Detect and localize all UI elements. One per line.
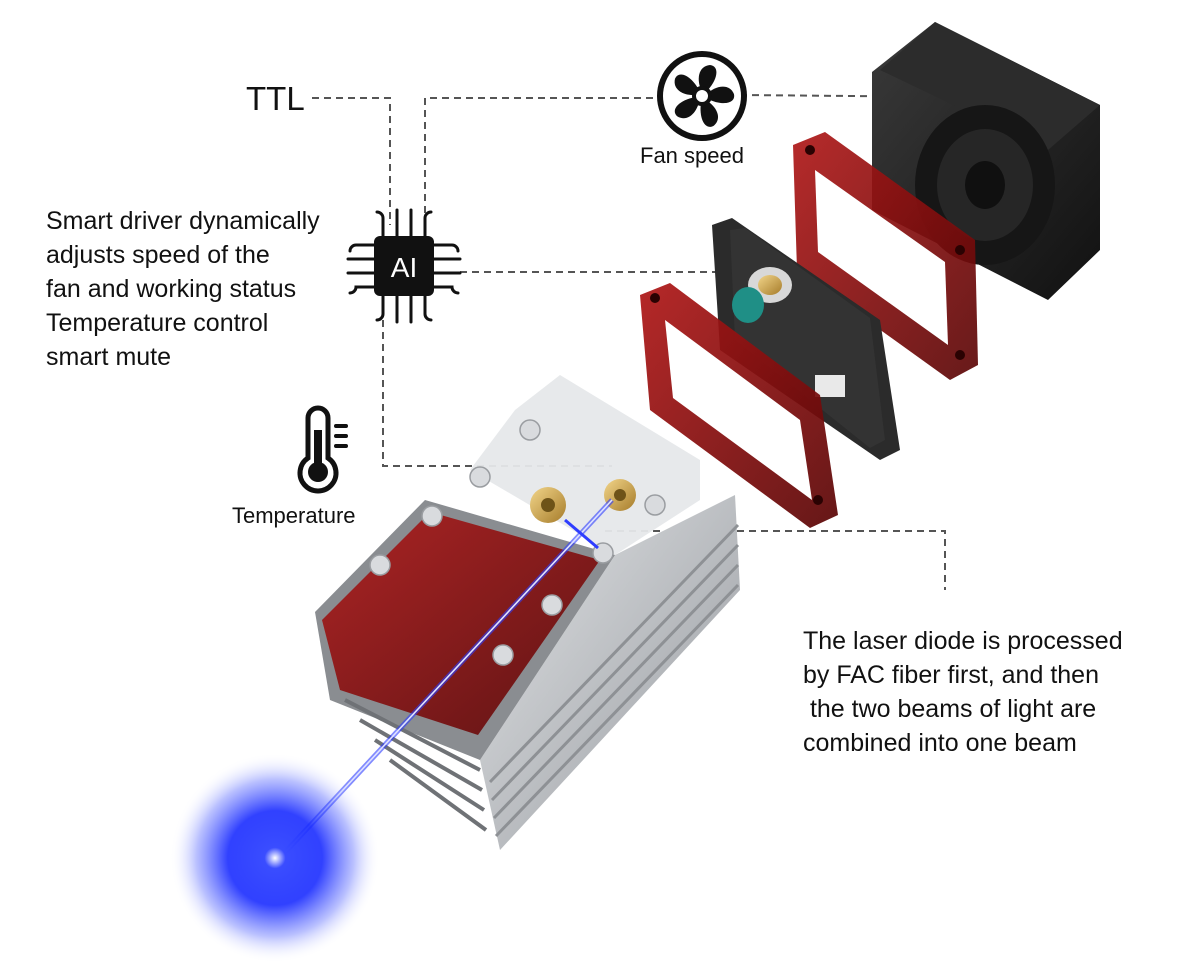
driver-pcb	[712, 218, 900, 460]
smart-driver-line: Smart driver dynamically	[46, 207, 320, 235]
ai-chip-label: AI	[391, 252, 417, 283]
temperature-connector	[382, 320, 612, 467]
smart-driver-line: smart mute	[46, 343, 172, 371]
laser-diode-description: The laser diode is processed by FAC fibe…	[803, 624, 1123, 760]
smart-driver-description: Smart driver dynamically adjusts speed o…	[46, 204, 320, 374]
laser-spot	[170, 753, 380, 961]
laser-description-line: combined into one beam	[803, 729, 1077, 757]
laser-description-line: the two beams of light are	[803, 695, 1097, 723]
laser-description-line: by FAC fiber first, and then	[803, 661, 1099, 689]
laser-module-body	[315, 375, 740, 850]
ai-chip-icon: AI	[346, 208, 462, 324]
smart-driver-line: adjusts speed of the	[46, 241, 270, 269]
fan-speed-label: Fan speed	[640, 143, 744, 168]
thermometer-icon	[297, 405, 348, 494]
fan-speed-connector	[424, 97, 660, 225]
temperature-label: Temperature	[232, 503, 356, 528]
rear-acrylic-frame	[793, 132, 978, 380]
smart-driver-line: Temperature control	[46, 309, 269, 337]
front-acrylic-frame	[640, 283, 838, 528]
laser-description-line: The laser diode is processed	[803, 627, 1123, 655]
ttl-label: TTL	[246, 80, 305, 117]
ttl-connector	[312, 97, 391, 225]
smart-driver-line: fan and working status	[46, 275, 297, 303]
fan-icon	[657, 51, 747, 141]
